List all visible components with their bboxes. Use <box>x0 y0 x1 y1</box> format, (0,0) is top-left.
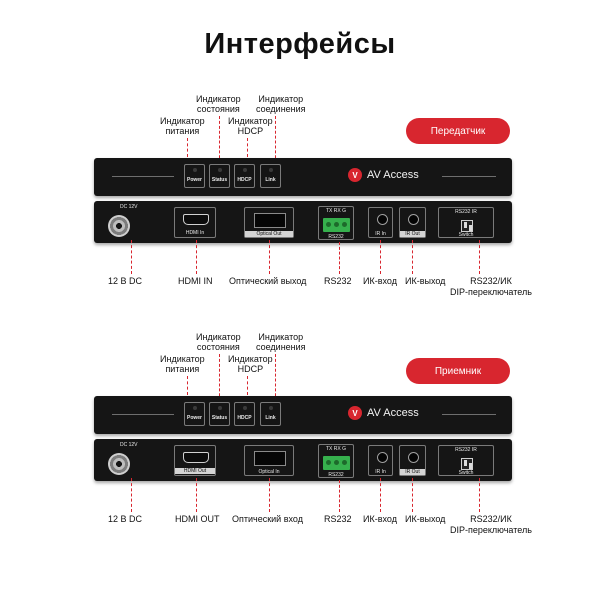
leader-status <box>219 116 220 173</box>
led-link: Link <box>260 164 281 188</box>
port-label-dc: 12 В DC <box>108 276 143 286</box>
leader-switch <box>479 240 480 274</box>
ir-in-port: IR In <box>368 207 393 238</box>
leader-ir-out <box>412 478 413 512</box>
dip-switch: RS232 IR Switch <box>438 207 494 238</box>
logo-mark-icon: V <box>348 168 362 182</box>
leader-status <box>219 354 220 411</box>
leader-power <box>187 376 188 411</box>
hdmi-in-port: HDMI In <box>174 207 216 238</box>
logo-text: AV Access <box>367 407 419 419</box>
leader-ir-in <box>380 478 381 512</box>
receiver-section: Приемник Индикатор питания Индикатор сос… <box>0 326 600 600</box>
leader-hdmi <box>196 478 197 512</box>
receiver-badge: Приемник <box>406 358 510 384</box>
hdmi-connector-icon <box>183 214 209 225</box>
leader-optical <box>269 240 270 274</box>
port-label-switch: RS232/ИК DIP-переключатель <box>450 514 532 535</box>
label-power-indicator: Индикатор питания <box>160 116 205 136</box>
logo-mark-icon: V <box>348 406 362 420</box>
port-label-switch: RS232/ИК DIP-переключатель <box>450 276 532 297</box>
leader-hdmi <box>196 240 197 274</box>
port-label-rs232: RS232 <box>324 276 352 286</box>
dc-jack-icon <box>108 215 130 237</box>
port-label-ir-in: ИК-вход <box>363 276 397 286</box>
leader-ir-in <box>380 240 381 274</box>
port-label-ir-out: ИК-выход <box>405 514 446 524</box>
rs232-port: TX RX G RS232 <box>318 206 354 240</box>
dc-port-label: DC 12V <box>120 442 138 448</box>
brand-logo: V AV Access <box>348 168 419 182</box>
label-link-indicator: Индикатор соединения <box>256 94 306 114</box>
port-label-optical: Оптический выход <box>229 276 307 286</box>
leader-link <box>275 116 276 173</box>
port-label-rs232: RS232 <box>324 514 352 524</box>
transmitter-back-panel: DC 12V HDMI In Optical Out TX RX G RS232… <box>94 201 512 243</box>
dc-port-label: DC 12V <box>120 204 138 210</box>
ir-out-port: IR Out <box>399 207 426 238</box>
receiver-front-panel: Power Status HDCP Link V AV Access <box>94 396 512 434</box>
led-status: Status <box>209 402 230 426</box>
dip-switch-icon <box>461 220 473 232</box>
leader-rs232 <box>339 242 340 274</box>
hdmi-connector-icon <box>183 452 209 463</box>
leader-switch <box>479 478 480 512</box>
ir-out-jack-icon <box>408 452 419 463</box>
leader-power <box>187 138 188 173</box>
port-label-ir-out: ИК-выход <box>405 276 446 286</box>
led-power: Power <box>184 402 205 426</box>
optical-in-port: Optical In <box>244 445 294 476</box>
leader-optical <box>269 478 270 512</box>
label-status-indicator: Индикатор состояния <box>196 94 241 114</box>
port-label-hdmi: HDMI IN <box>178 276 213 286</box>
ir-in-jack-icon <box>377 214 388 225</box>
front-divider-right <box>442 414 496 415</box>
optical-connector-icon <box>254 213 286 228</box>
label-power-indicator: Индикатор питания <box>160 354 205 374</box>
brand-logo: V AV Access <box>348 406 419 420</box>
led-hdcp: HDCP <box>234 164 255 188</box>
leader-hdcp <box>247 376 248 411</box>
label-status-indicator: Индикатор состояния <box>196 332 241 352</box>
logo-text: AV Access <box>367 169 419 181</box>
optical-connector-icon <box>254 451 286 466</box>
led-status: Status <box>209 164 230 188</box>
port-label-dc: 12 В DC <box>108 514 143 524</box>
dip-switch: RS232 IR Switch <box>438 445 494 476</box>
ir-out-jack-icon <box>408 214 419 225</box>
front-divider-left <box>112 414 174 415</box>
receiver-back-panel: DC 12V HDMI Out Optical In TX RX G RS232… <box>94 439 512 481</box>
label-link-indicator: Индикатор соединения <box>256 332 306 352</box>
leader-link <box>275 354 276 411</box>
hdmi-out-port: HDMI Out <box>174 445 216 476</box>
led-hdcp: HDCP <box>234 402 255 426</box>
transmitter-section: Передатчик Индикатор питания Индикатор с… <box>0 88 600 378</box>
transmitter-badge: Передатчик <box>406 118 510 144</box>
label-hdcp-indicator: Индикатор HDCP <box>228 116 273 136</box>
transmitter-front-panel: Power Status HDCP Link V AV Access <box>94 158 512 196</box>
port-label-ir-in: ИК-вход <box>363 514 397 524</box>
rs232-port: TX RX G RS232 <box>318 444 354 478</box>
ir-in-jack-icon <box>377 452 388 463</box>
dip-switch-icon <box>461 458 473 470</box>
leader-hdcp <box>247 138 248 173</box>
rs232-terminal-icon <box>323 456 350 470</box>
page-title: Интерфейсы <box>204 28 396 60</box>
ir-in-port: IR In <box>368 445 393 476</box>
leader-rs232 <box>339 480 340 512</box>
optical-out-port: Optical Out <box>244 207 294 238</box>
label-hdcp-indicator: Индикатор HDCP <box>228 354 273 374</box>
dc-jack-icon <box>108 453 130 475</box>
port-label-hdmi: HDMI OUT <box>175 514 220 524</box>
leader-dc <box>131 240 132 274</box>
front-divider-right <box>442 176 496 177</box>
front-divider-left <box>112 176 174 177</box>
ir-out-port: IR Out <box>399 445 426 476</box>
leader-dc <box>131 478 132 512</box>
port-label-optical: Оптический вход <box>232 514 303 524</box>
led-power: Power <box>184 164 205 188</box>
rs232-terminal-icon <box>323 218 350 232</box>
leader-ir-out <box>412 240 413 274</box>
led-link: Link <box>260 402 281 426</box>
